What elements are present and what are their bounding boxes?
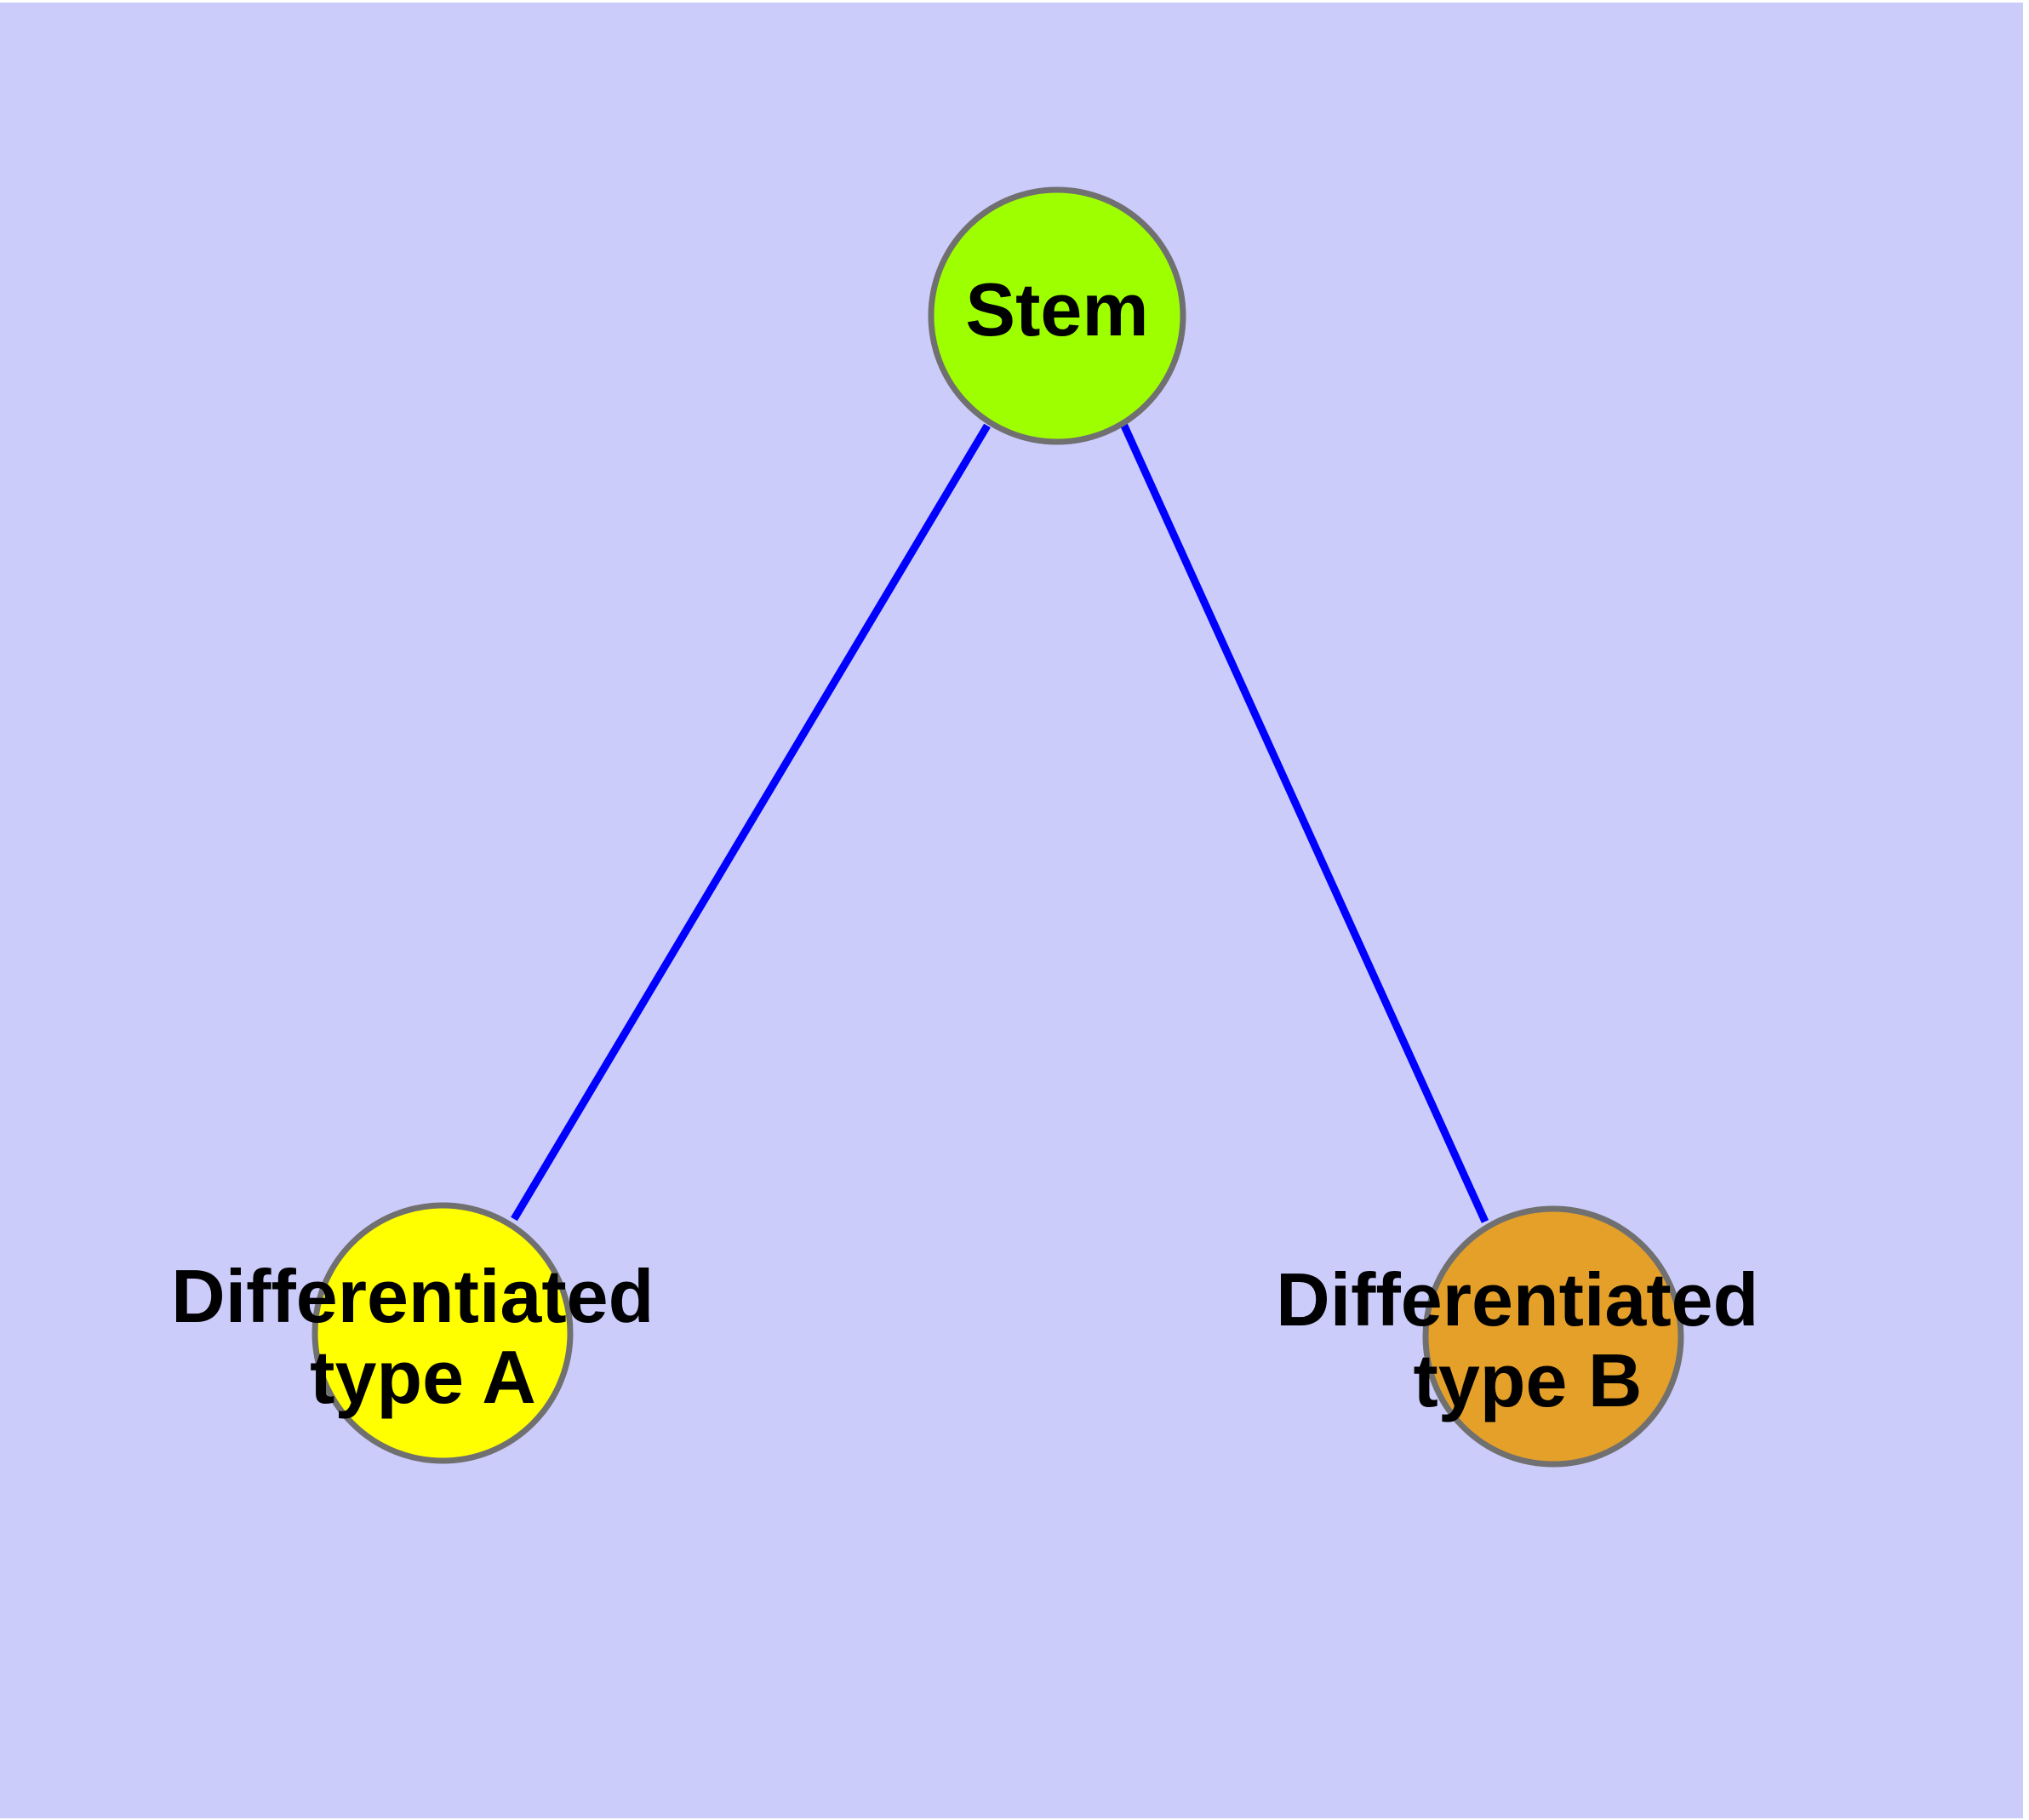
node-differentiated-type-a-circle[interactable]: [311, 1202, 574, 1464]
node-stem-circle[interactable]: [928, 186, 1186, 445]
node-differentiated-type-b-circle[interactable]: [1422, 1205, 1684, 1468]
nodes-group: [311, 186, 1684, 1468]
edge-stem-to-differentiated-b[interactable]: [1119, 422, 1489, 1223]
node-stem-label-line1: Stem: [965, 267, 1148, 352]
node-differentiated-type-b-label-line2: type B: [1414, 1338, 1643, 1422]
node-differentiated-type-a-label-line2: type A: [310, 1335, 536, 1419]
node-stem-label: Stem: [965, 267, 1148, 352]
edges-group: [511, 422, 1489, 1223]
node-differentiated-type-a-label: Differentiated type A: [171, 1254, 675, 1419]
node-differentiated-type-b-label: Differentiated type B: [1276, 1257, 1780, 1422]
edge-stem-to-differentiated-a[interactable]: [511, 423, 991, 1222]
labels-group: Stem Differentiated type A Differentiate…: [171, 267, 1780, 1422]
node-differentiated-type-a-label-line1: Differentiated: [171, 1254, 654, 1338]
node-differentiated-type-b-label-line1: Differentiated: [1276, 1257, 1758, 1342]
